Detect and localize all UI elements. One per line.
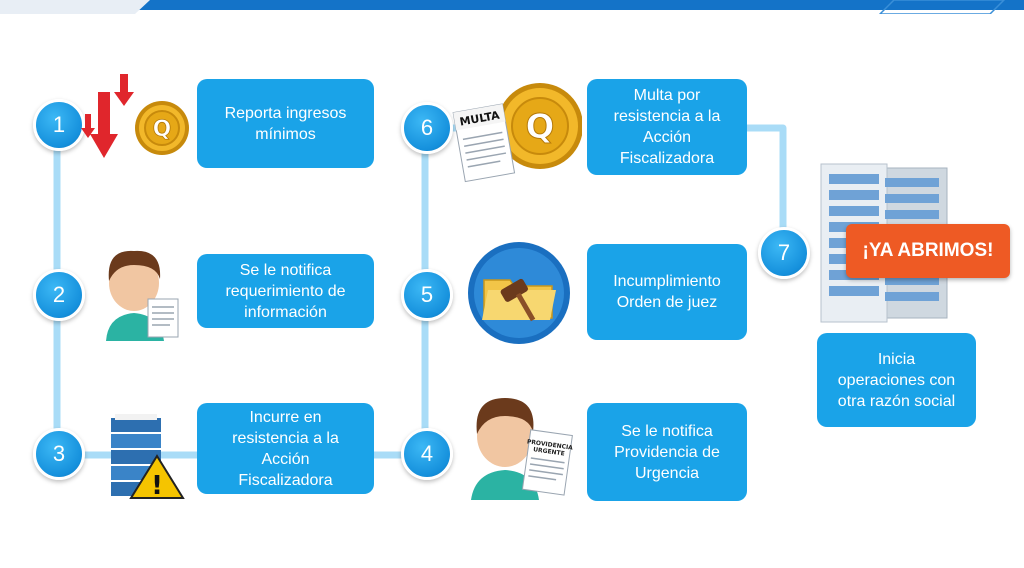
warning-mark: ! (151, 471, 163, 500)
step-2-box: Se le notifica requerimiento de informac… (197, 254, 374, 328)
step-5-label: Incumplimiento Orden de juez (613, 273, 721, 311)
step-6-number: 6 (401, 102, 453, 154)
step-3-label: Incurre en resistencia a la Acción Fisca… (232, 408, 339, 489)
step-6-label: Multa por resistencia a la Acción Fiscal… (613, 87, 721, 167)
step-1-box: Reporta ingresos mínimos (197, 79, 374, 168)
step-7-number: 7 (758, 227, 810, 279)
step-5-number: 5 (401, 269, 453, 321)
open-banner: ¡YA ABRIMOS! (846, 224, 1010, 278)
step-4-label: Se le notifica Providencia de Urgencia (614, 422, 720, 482)
top-header-bar (0, 0, 1024, 14)
step-1-label: Reporta ingresos mínimos (224, 104, 347, 143)
step-6-box: Multa por resistencia a la Acción Fiscal… (587, 79, 747, 175)
step-4-number: 4 (401, 428, 453, 480)
step-3-box: Incurre en resistencia a la Acción Fisca… (197, 403, 374, 494)
step-7-label: Inicia operaciones con otra razón social (837, 350, 956, 410)
step-7-box: Inicia operaciones con otra razón social (817, 333, 976, 427)
gavel-folder-icon (468, 242, 570, 344)
step-4-box: Se le notifica Providencia de Urgencia (587, 403, 747, 501)
down-arrows-coin-icon: Q (81, 74, 189, 158)
step-5-box: Incumplimiento Orden de juez (587, 244, 747, 340)
multa-coin-icon: Q MULTA (452, 83, 582, 183)
step-3-number: 3 (33, 428, 85, 480)
open-banner-text: ¡YA ABRIMOS! (862, 240, 994, 261)
person-document-icon (106, 250, 179, 341)
step-1-number: 1 (33, 99, 85, 151)
file-stack-warning-icon: ! (111, 414, 185, 500)
step-2-number: 2 (33, 269, 85, 321)
coin-letter: Q (153, 117, 172, 142)
step-2-label: Se le notifica requerimiento de informac… (225, 261, 346, 321)
coin-letter-large: Q (526, 107, 555, 147)
person-providencia-icon: PROVIDENCIAURGENTE (471, 398, 574, 500)
